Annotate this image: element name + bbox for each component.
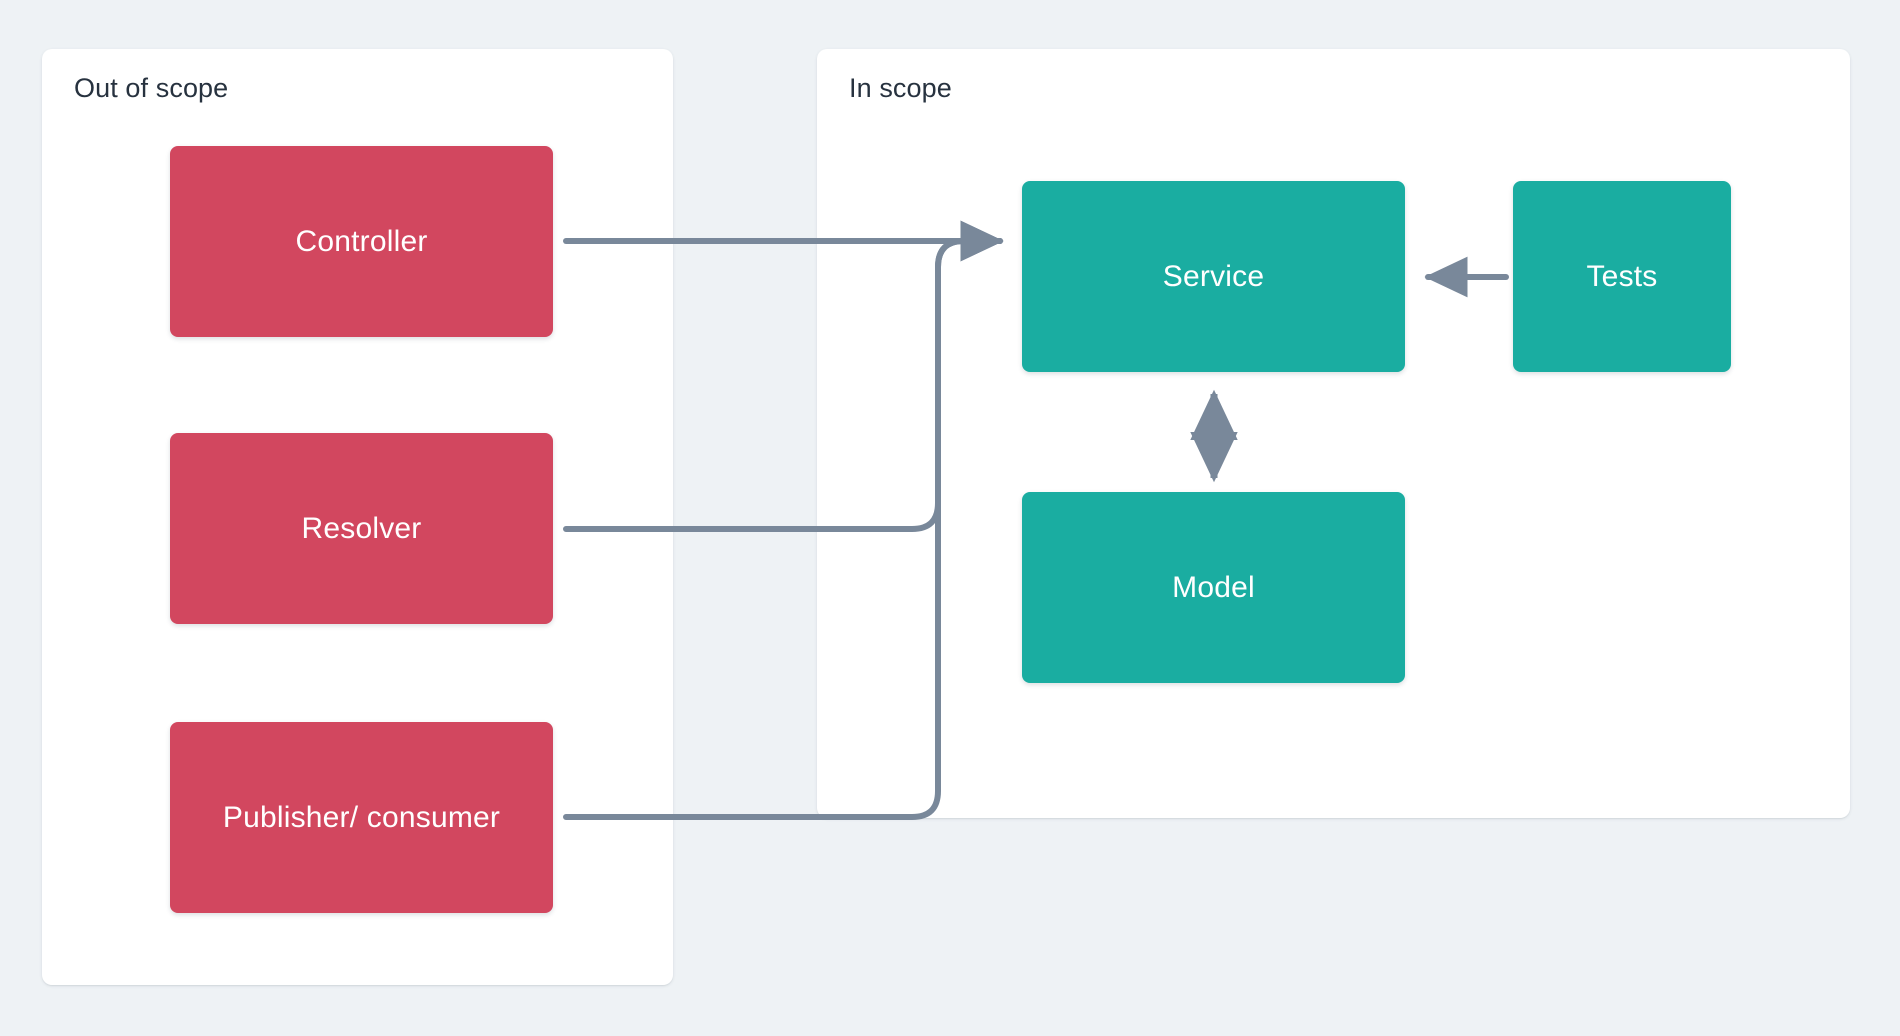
node-publisher-consumer[interactable]: Publisher/ consumer [170,722,553,913]
node-publisher-consumer-label: Publisher/ consumer [222,800,501,834]
node-model-label: Model [1172,570,1255,604]
node-tests[interactable]: Tests [1513,181,1731,372]
node-controller-label: Controller [295,224,428,258]
node-controller[interactable]: Controller [170,146,553,337]
node-resolver[interactable]: Resolver [170,433,553,624]
node-service-label: Service [1162,259,1265,293]
node-model[interactable]: Model [1022,492,1405,683]
node-tests-label: Tests [1586,259,1658,293]
panel-in-scope: In scope [817,49,1850,818]
panel-title-in-scope: In scope [849,73,952,103]
panel-title-out-of-scope: Out of scope [74,73,229,103]
node-resolver-label: Resolver [301,511,422,545]
node-service[interactable]: Service [1022,181,1405,372]
